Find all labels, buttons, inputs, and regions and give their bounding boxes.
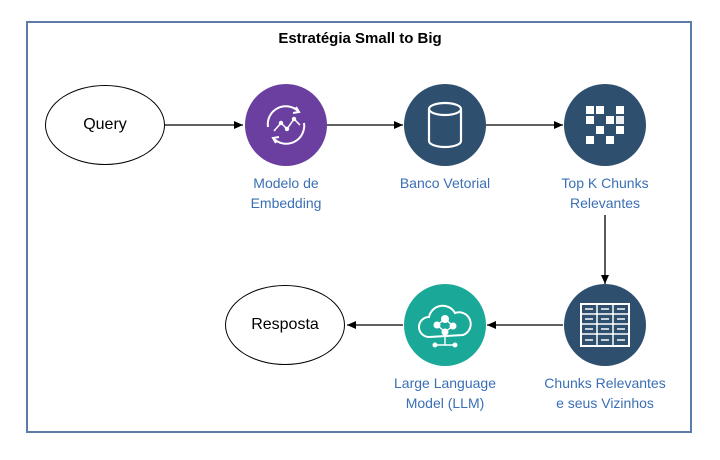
chunks-grid-icon [564,84,646,166]
neighbors-label: Chunks Relevantes e seus Vizinhos [544,375,666,411]
embedding-model-icon [245,84,327,166]
llm-label: Large Language Model (LLM) [394,375,496,411]
table-grid-icon [564,284,646,366]
diagram-title: Estratégia Small to Big [278,30,442,47]
answer-label: Resposta [251,316,319,333]
diagram-frame [26,21,692,433]
query-label: Query [83,116,127,133]
vector-db-label: Banco Vetorial [399,175,491,191]
query-node: Query [45,85,165,165]
embedding-label: Modelo de Embedding [250,175,322,211]
top-k-label: Top K Chunks Relevantes [561,175,649,211]
answer-node: Resposta [225,285,345,365]
cloud-network-icon [404,284,486,366]
database-icon [404,84,486,166]
